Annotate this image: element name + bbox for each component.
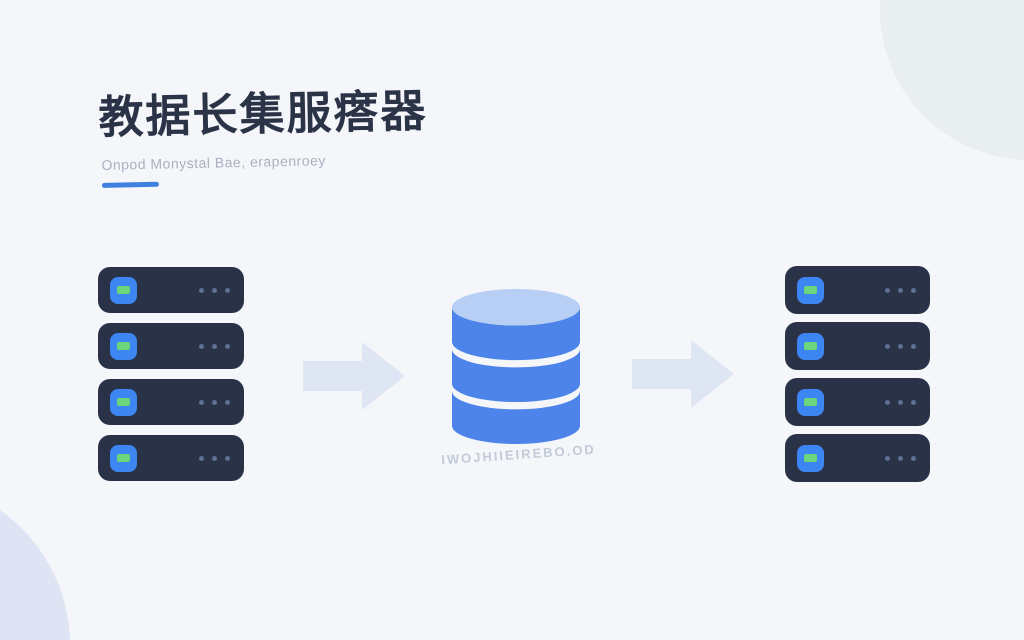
ellipsis-dots-icon: [885, 287, 916, 293]
ellipsis-dots-icon: [199, 455, 230, 461]
page-title: 教据长集服瘩器: [97, 85, 428, 143]
ellipsis-dots-icon: [199, 287, 230, 293]
server-stack-left: [98, 267, 244, 481]
server-panel-icon: [110, 388, 137, 416]
page-subtitle: Onpod Monystal Bae, erapenroey: [101, 151, 326, 173]
ellipsis-dots-icon: [199, 399, 230, 405]
server-panel-icon: [797, 388, 824, 416]
database-watermark-label: IWOJHIIEIREBO.OD: [440, 441, 597, 468]
server-unit: [98, 435, 244, 481]
decor-circle-top-right: [880, 0, 1024, 160]
database-group: IWOJHIIEIREBO.OD: [441, 289, 596, 467]
status-led-icon: [117, 398, 130, 406]
server-unit: [785, 434, 930, 482]
database-icon: [452, 289, 580, 444]
header: 教据长集服瘩器 Onpod Monystal Bae, erapenroey: [97, 85, 429, 189]
server-unit: [785, 322, 930, 370]
server-stack-right: [785, 266, 930, 482]
server-panel-icon: [110, 276, 137, 304]
ellipsis-dots-icon: [885, 399, 916, 405]
status-led-icon: [804, 398, 817, 406]
status-led-icon: [117, 286, 130, 294]
status-led-icon: [117, 454, 130, 462]
server-unit: [785, 378, 930, 426]
server-panel-icon: [797, 444, 824, 472]
ellipsis-dots-icon: [199, 343, 230, 349]
server-panel-icon: [110, 444, 137, 472]
server-unit: [785, 266, 930, 314]
server-panel-icon: [797, 332, 824, 360]
accent-underline: [101, 182, 159, 189]
ellipsis-dots-icon: [885, 343, 916, 349]
status-led-icon: [804, 286, 817, 294]
server-unit: [98, 379, 244, 425]
status-led-icon: [117, 342, 130, 350]
server-unit: [98, 267, 244, 313]
status-led-icon: [804, 454, 817, 462]
flow-arrow-right-icon: [632, 340, 734, 408]
server-unit: [98, 323, 244, 369]
ellipsis-dots-icon: [885, 455, 916, 461]
flow-arrow-left-icon: [303, 342, 405, 410]
status-led-icon: [804, 342, 817, 350]
server-panel-icon: [797, 276, 824, 304]
decor-circle-bottom-left: [0, 480, 70, 640]
server-panel-icon: [110, 332, 137, 360]
